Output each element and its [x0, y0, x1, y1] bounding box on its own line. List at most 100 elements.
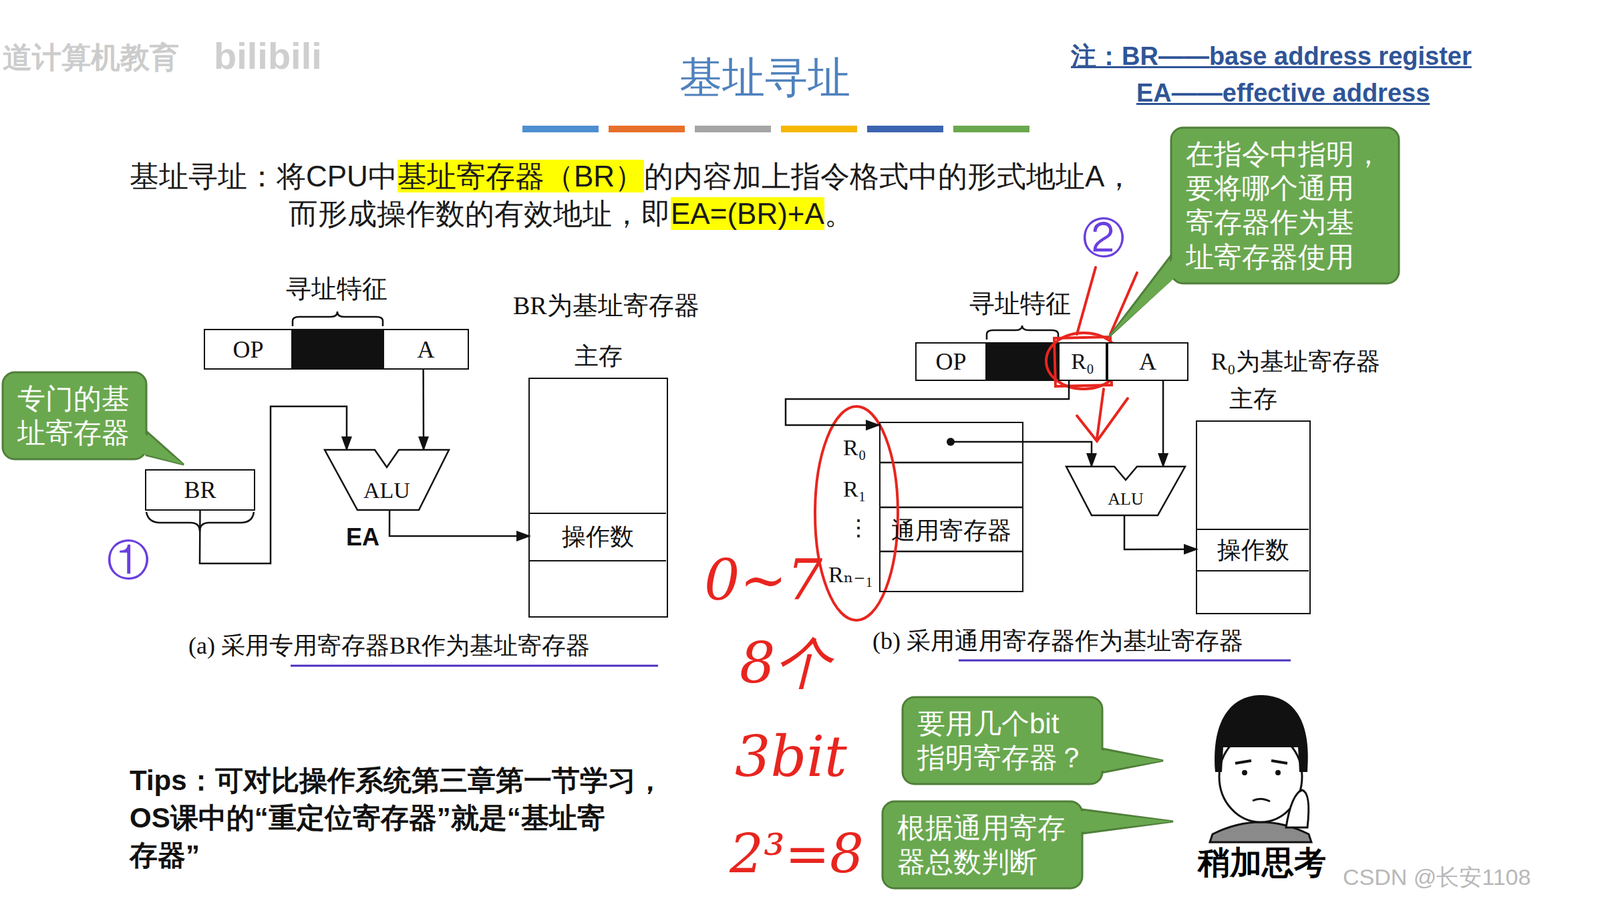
- box-label: A: [417, 335, 435, 364]
- definition-text: 而形成操作数的有效地址，即: [288, 197, 671, 230]
- callout-tail-fill: [142, 432, 184, 465]
- alu-symbol: ALU: [324, 449, 449, 510]
- register-file: 通用寄存器: [879, 421, 1024, 592]
- handwritten-note: 8个: [739, 629, 832, 697]
- register-name: R₀: [843, 434, 867, 462]
- register-row-line: [879, 506, 1024, 509]
- caption-underline: [290, 664, 659, 667]
- callout-text: 根据通用寄存 器总数判断: [897, 810, 1068, 879]
- watermark: 道计算机教育: [2, 40, 180, 76]
- connector-arrow: [389, 509, 530, 536]
- box-label: A: [1139, 347, 1157, 376]
- mouth: [1252, 798, 1270, 802]
- slide-title: 基址寻址: [679, 52, 851, 104]
- box-label: R₀: [1070, 348, 1095, 375]
- hand: [1286, 789, 1309, 828]
- color-bar: [867, 125, 944, 133]
- addressing-mode-field: [292, 328, 383, 370]
- eyebrows: [1235, 760, 1288, 763]
- definition-text: 的内容加上指令格式中的形式地址A，: [644, 159, 1134, 193]
- callout-bubble: 根据通用寄存 器总数判断: [882, 801, 1083, 888]
- meme-caption: 稍加思考: [1197, 843, 1327, 882]
- callout-bubble: 在指令中指明， 要将哪个通用 寄存器作为基 址寄存器使用: [1171, 127, 1399, 284]
- connector-arrow: [1023, 441, 1092, 467]
- callout-body: [902, 696, 1103, 784]
- watermark: CSDN @长安1108: [1342, 863, 1531, 891]
- box-label: 操作数: [561, 520, 634, 554]
- callout-tail-fill: [1098, 749, 1164, 771]
- callout-text: 专门的基 址寄存器: [17, 381, 132, 450]
- color-bar: [780, 125, 858, 133]
- red-stroke: [1076, 267, 1096, 335]
- connector-arrow: [1162, 380, 1165, 467]
- alu-shape: [324, 449, 449, 510]
- memory-heading: 主存: [1197, 382, 1310, 416]
- box-label: ALU: [324, 477, 449, 504]
- handwritten-number: ②: [1082, 212, 1126, 264]
- register-wire: [950, 440, 1024, 443]
- main-memory: 操作数主存: [1195, 420, 1311, 614]
- edge-label: EA: [344, 522, 382, 552]
- box-label: ALU: [1066, 489, 1186, 510]
- definition-text: 基址寻址：将CPU中: [129, 159, 398, 193]
- callout-text: 在指令中指明， 要将哪个通用 寄存器作为基 址寄存器使用: [1185, 136, 1385, 274]
- address-field: A: [1106, 342, 1189, 381]
- box-label: OP: [935, 347, 967, 376]
- connector-arrow: [1124, 515, 1198, 550]
- note-line: 注：BR——base address register: [1070, 41, 1472, 73]
- red-ellipse: [815, 406, 898, 620]
- figure-note: R₀为基址寄存器: [1211, 347, 1381, 377]
- operand-cell: 操作数: [1197, 528, 1309, 572]
- connector-arrow: [785, 380, 1069, 425]
- operand-cell: 操作数: [529, 512, 667, 562]
- callout-body: [2, 372, 147, 459]
- register-name: Rₙ₋₁: [828, 561, 874, 589]
- field-label: 寻址特征: [969, 288, 1071, 320]
- callout-text: 要用几个bit 指明寄存器？: [917, 706, 1088, 775]
- box-label: 通用寄存器: [880, 508, 1023, 553]
- color-bar: [608, 125, 685, 133]
- definition-text: 。: [824, 197, 854, 230]
- definition-line: 基址寻址：将CPU中基址寄存器（BR）的内容加上指令格式中的形式地址A，: [129, 157, 1134, 195]
- register-row-line: [879, 461, 1024, 464]
- register-row-line: [879, 550, 1024, 553]
- caption-underline: [958, 659, 1291, 662]
- handwritten-note: 3bit: [734, 722, 848, 791]
- color-bar: [522, 125, 599, 133]
- eye: [1275, 769, 1281, 775]
- base-register: BR: [144, 468, 256, 511]
- register-field: R₀: [1058, 342, 1107, 381]
- tips-text: Tips：可对比操作系统第三章第一节学习， OS课中的“重定位寄存器”就是“基址…: [129, 761, 667, 874]
- brace: [986, 325, 1059, 340]
- alu-symbol: ALU: [1066, 466, 1186, 516]
- eye: [1241, 769, 1248, 775]
- handwritten-note: 0~7: [704, 546, 823, 614]
- callout-body: [1171, 127, 1399, 284]
- red-arrowhead: [1076, 398, 1128, 441]
- alu-shape: [1066, 466, 1186, 516]
- figure-caption: (b) 采用通用寄存器作为基址寄存器: [872, 626, 1244, 656]
- main-memory: 操作数主存: [528, 377, 669, 618]
- red-square: [1054, 336, 1112, 387]
- callout-bubble: 要用几个bit 指明寄存器？: [902, 696, 1103, 784]
- red-stroke: [1110, 272, 1138, 335]
- watermark: bilibili: [213, 33, 323, 79]
- note-line: EA——effective address: [1136, 78, 1430, 109]
- handwritten-marks: [815, 267, 1138, 620]
- box-label: 操作数: [1217, 533, 1290, 567]
- handwritten-note: 2³=8: [729, 821, 864, 886]
- register-ellipsis: ⋮: [847, 514, 870, 542]
- figure-caption: (a) 采用专用寄存器BR作为基址寄存器: [188, 631, 590, 661]
- field-label: 寻址特征: [285, 273, 388, 305]
- callout-tail-fill: [1078, 810, 1174, 832]
- address-field: A: [382, 328, 469, 370]
- register-name: R₁: [843, 475, 867, 504]
- memory-heading: 主存: [529, 340, 667, 373]
- box-label: BR: [183, 475, 216, 504]
- definition-line: 而形成操作数的有效地址，即EA=(BR)+A。: [288, 195, 854, 232]
- definition-highlight: 基址寄存器（BR）: [397, 159, 645, 193]
- callout-body: [882, 801, 1083, 888]
- callout-bubble: 专门的基 址寄存器: [2, 372, 147, 459]
- definition-formula: EA=(BR)+A: [670, 197, 825, 230]
